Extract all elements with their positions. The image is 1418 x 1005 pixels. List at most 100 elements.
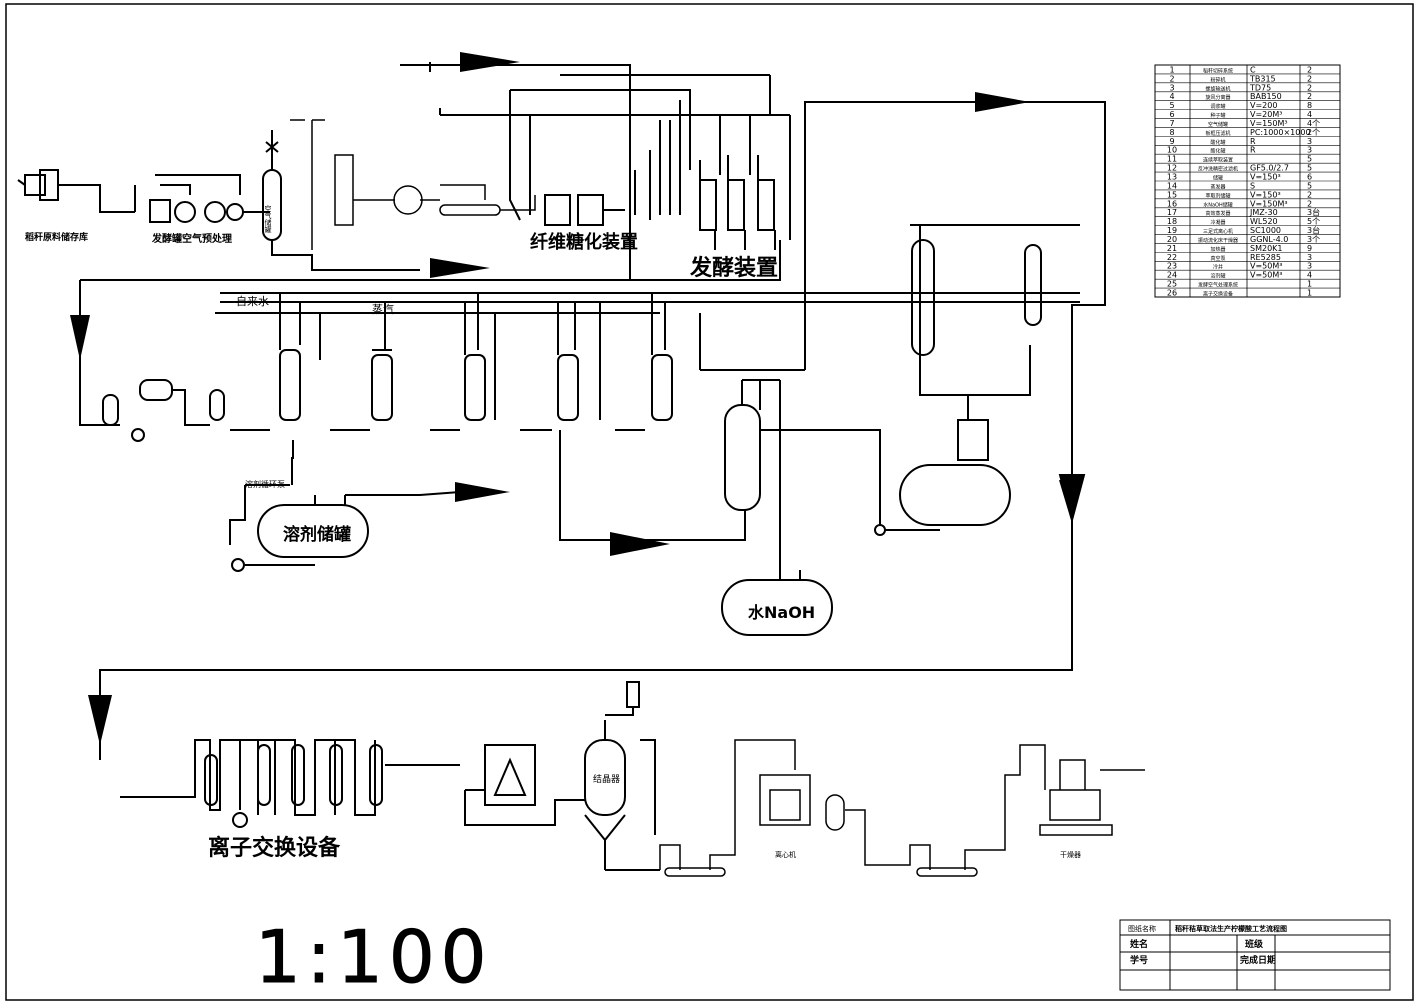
table-cell-name: 真空泵 bbox=[1210, 255, 1225, 262]
table-cell-spec: WL520 bbox=[1250, 217, 1278, 226]
table-cell-spec: JMZ-30 bbox=[1249, 208, 1278, 217]
table-cell-spec: GGNL-4.0 bbox=[1250, 235, 1288, 244]
table-cell-spec: GF5.0/2.7 bbox=[1250, 164, 1289, 173]
table-cell-qty: 5 bbox=[1307, 164, 1312, 173]
table-cell-no: 12 bbox=[1167, 164, 1177, 173]
table-cell-qty: 3 bbox=[1307, 137, 1312, 146]
scale-label: 1:100 bbox=[255, 915, 493, 999]
table-cell-qty: 5 bbox=[1307, 155, 1312, 164]
table-cell-spec: V=150³ bbox=[1250, 190, 1281, 199]
table-cell-no: 26 bbox=[1167, 289, 1177, 298]
table-cell-name: 冷井 bbox=[1213, 264, 1223, 271]
table-cell-name: 蒸发器 bbox=[1210, 183, 1225, 190]
extraction-columns bbox=[79, 293, 746, 541]
table-cell-name: 种子罐 bbox=[1210, 112, 1225, 119]
steam-label: 蒸汽 bbox=[372, 302, 394, 316]
table-cell-qty: 3 bbox=[1307, 253, 1312, 262]
table-cell-name: 三足式离心机 bbox=[1203, 228, 1233, 235]
fermentation-label: 发酵装置 bbox=[689, 255, 778, 281]
table-cell-name: 稻秆切碎系统 bbox=[1203, 67, 1233, 74]
table-cell-no: 23 bbox=[1167, 262, 1177, 271]
air-tank-label: 空气储罐 bbox=[264, 204, 272, 234]
table-cell-no: 20 bbox=[1167, 235, 1177, 244]
table-cell-spec: C bbox=[1250, 65, 1256, 74]
table-cell-no: 18 bbox=[1167, 217, 1177, 226]
table-cell-no: 11 bbox=[1167, 155, 1177, 164]
table-cell-name: 溶剂罐 bbox=[1210, 273, 1225, 280]
table-cell-spec: V=150M³ bbox=[1250, 119, 1288, 128]
air-storage-tank bbox=[262, 130, 420, 271]
table-cell-qty: 4个 bbox=[1307, 119, 1320, 128]
centrifuge-dryer-group bbox=[659, 739, 1145, 877]
table-cell-no: 15 bbox=[1167, 190, 1177, 199]
table-cell-qty: 3个 bbox=[1307, 235, 1320, 244]
solvent-tank-label: 溶剂储罐 bbox=[283, 524, 351, 545]
student-id-label: 学号 bbox=[1130, 954, 1148, 966]
table-cell-name: 储罐 bbox=[1213, 175, 1223, 182]
table-cell-spec: V=150³ bbox=[1250, 173, 1281, 182]
crystallizer-group bbox=[584, 681, 660, 871]
naoh-label: 水NaOH bbox=[748, 603, 815, 622]
tap-water-label: 自来水 bbox=[236, 295, 269, 308]
table-cell-no: 21 bbox=[1167, 244, 1177, 253]
table-cell-spec: R bbox=[1250, 137, 1256, 146]
table-cell-qty: 2 bbox=[1307, 65, 1312, 74]
date-label: 完成日期 bbox=[1240, 954, 1276, 966]
table-cell-no: 25 bbox=[1167, 280, 1177, 289]
cellulose-label: 纤维糖化装置 bbox=[530, 231, 638, 253]
table-cell-spec: BAB150 bbox=[1250, 92, 1282, 101]
name-label: 姓名 bbox=[1129, 938, 1148, 950]
table-cell-qty: 4 bbox=[1307, 110, 1312, 119]
table-cell-qty: 8 bbox=[1307, 101, 1312, 110]
flow-arrow-set-top bbox=[430, 52, 1030, 278]
ion-exchange-label: 离子交换设备 bbox=[208, 835, 341, 861]
table-cell-name: 冷凝器 bbox=[1210, 219, 1225, 226]
table-cell-spec: TB315 bbox=[1249, 74, 1276, 83]
arrow-solvent bbox=[455, 482, 510, 502]
table-cell-spec: V=200 bbox=[1250, 101, 1277, 110]
title-block bbox=[1119, 919, 1391, 991]
table-cell-name: 离子交换设备 bbox=[1203, 291, 1233, 298]
table-cell-qty: 2 bbox=[1307, 74, 1312, 83]
table-cell-no: 16 bbox=[1167, 199, 1177, 208]
down-arrow-left bbox=[70, 315, 90, 360]
table-cell-name: 调浆罐 bbox=[1210, 103, 1225, 110]
table-cell-no: 4 bbox=[1169, 92, 1174, 101]
feeder-cyclone bbox=[290, 119, 536, 250]
table-cell-no: 6 bbox=[1169, 110, 1174, 119]
table-cell-name: 酯化罐 bbox=[1210, 148, 1225, 155]
raw-storage-label: 稻秆原料储存库 bbox=[25, 231, 88, 243]
table-cell-qty: 2 bbox=[1307, 92, 1312, 101]
class-label: 班级 bbox=[1245, 938, 1264, 950]
title-label: 图纸名称 bbox=[1128, 924, 1156, 933]
table-cell-spec: S bbox=[1250, 181, 1255, 190]
table-cell-qty: 3 bbox=[1307, 262, 1312, 271]
arrow-mid bbox=[610, 532, 670, 556]
table-cell-qty: 6 bbox=[1307, 173, 1312, 182]
table-cell-name: 粉碎机 bbox=[1210, 76, 1225, 83]
centrifuge-label: 离心机 bbox=[775, 850, 796, 859]
table-cell-no: 22 bbox=[1167, 253, 1177, 262]
drawing-title: 稻秆秸草取法生产柠檬酸工艺流程图 bbox=[1175, 924, 1287, 933]
table-cell-name: 水NaOH储罐 bbox=[1203, 201, 1233, 208]
table-cell-qty: 2 bbox=[1307, 199, 1312, 208]
table-cell-qty: 9 bbox=[1307, 244, 1312, 253]
crystallizer-label: 结晶器 bbox=[593, 773, 620, 785]
table-cell-qty: 2个 bbox=[1307, 128, 1320, 137]
table-cell-no: 9 bbox=[1169, 137, 1174, 146]
table-cell-name: 发酵空气处理系统 bbox=[1198, 282, 1238, 289]
table-cell-no: 13 bbox=[1167, 173, 1177, 182]
table-cell-spec: PC:1000×1000 bbox=[1250, 128, 1311, 137]
table-cell-qty: 4 bbox=[1307, 271, 1312, 280]
table-cell-spec: V=50M³ bbox=[1250, 271, 1282, 280]
reactor-naoh-group bbox=[700, 369, 940, 636]
raw-material-unit bbox=[17, 169, 270, 223]
table-cell-spec: TD75 bbox=[1249, 83, 1271, 92]
table-cell-qty: 2 bbox=[1307, 83, 1312, 92]
table-cell-name: 高效蒸发器 bbox=[1205, 210, 1230, 217]
solvent-pump-label: 溶剂循环泵 bbox=[245, 479, 285, 489]
table-cell-name: 萃取剂储罐 bbox=[1205, 192, 1230, 199]
table-cell-no: 10 bbox=[1167, 146, 1177, 155]
table-cell-spec: V=20M³ bbox=[1250, 110, 1282, 119]
table-cell-spec: RE5285 bbox=[1250, 253, 1281, 262]
